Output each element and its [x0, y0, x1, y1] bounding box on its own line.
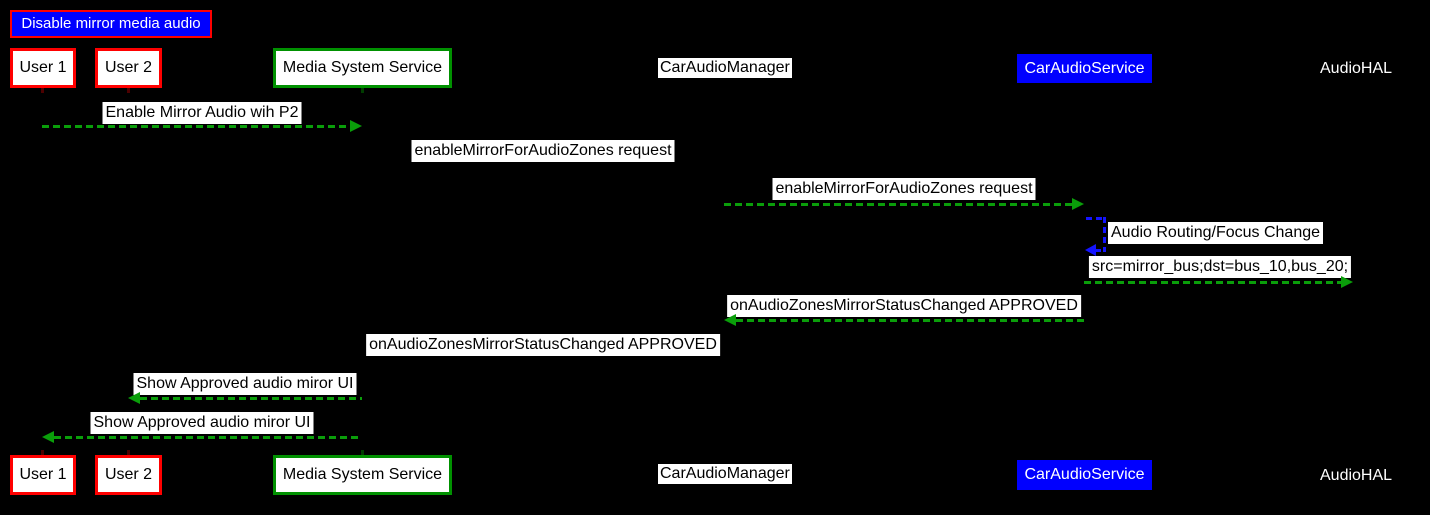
- message-arrow-line: [736, 319, 1084, 322]
- actor-car-audio-service-bottom: CarAudioService: [1017, 460, 1152, 490]
- lifeline-stub: [41, 88, 44, 93]
- arrowhead-right-icon: [1341, 276, 1353, 288]
- actor-media-system-service-bottom: Media System Service: [273, 455, 452, 495]
- message-arrow-line: [140, 397, 362, 400]
- self-loop-right-line: [1103, 217, 1106, 252]
- actor-car-audio-service-top: CarAudioService: [1017, 54, 1152, 83]
- message-label: Show Approved audio miror UI: [133, 373, 357, 395]
- message-label: onAudioZonesMirrorStatusChanged APPROVED: [727, 295, 1081, 317]
- lifeline-stub: [127, 88, 130, 93]
- message-label: Audio Routing/Focus Change: [1108, 222, 1324, 244]
- message-label: Enable Mirror Audio wih P2: [102, 102, 302, 124]
- arrowhead-right-icon: [350, 120, 362, 132]
- actor-user2-top: User 2: [95, 48, 162, 88]
- message-arrow-line: [724, 203, 1074, 206]
- actor-user1-top: User 1: [10, 48, 76, 88]
- message-label: Show Approved audio miror UI: [90, 412, 314, 434]
- message-label: onAudioZonesMirrorStatusChanged APPROVED: [366, 334, 720, 356]
- lifeline-stub: [361, 450, 364, 455]
- message-label: enableMirrorForAudioZones request: [772, 178, 1036, 200]
- message-label: enableMirrorForAudioZones request: [411, 140, 675, 162]
- message-arrow-line: [54, 436, 362, 439]
- actor-user1-bottom: User 1: [10, 455, 76, 495]
- arrowhead-left-icon: [1085, 244, 1096, 256]
- actor-media-system-service-top: Media System Service: [273, 48, 452, 88]
- actor-user2-bottom: User 2: [95, 455, 162, 495]
- diagram-title: Disable mirror media audio: [10, 10, 212, 38]
- self-loop-top-line: [1086, 217, 1106, 220]
- message-label: src=mirror_bus;dst=bus_10,bus_20;: [1088, 256, 1352, 278]
- lifeline-stub: [41, 450, 44, 455]
- lifeline-stub: [127, 450, 130, 455]
- arrowhead-left-icon: [128, 392, 140, 404]
- arrowhead-right-icon: [1072, 198, 1084, 210]
- message-arrow-line: [42, 125, 352, 128]
- self-loop-bottom-line: [1095, 249, 1106, 252]
- arrowhead-left-icon: [42, 431, 54, 443]
- actor-audio-hal-top: AudioHAL: [1320, 60, 1393, 77]
- actor-car-audio-manager-top: CarAudioManager: [658, 58, 792, 78]
- message-arrow-line: [1084, 281, 1342, 284]
- actor-audio-hal-bottom: AudioHAL: [1320, 467, 1393, 484]
- actor-car-audio-manager-bottom: CarAudioManager: [658, 464, 792, 484]
- lifeline-stub: [361, 88, 364, 93]
- arrowhead-left-icon: [724, 314, 736, 326]
